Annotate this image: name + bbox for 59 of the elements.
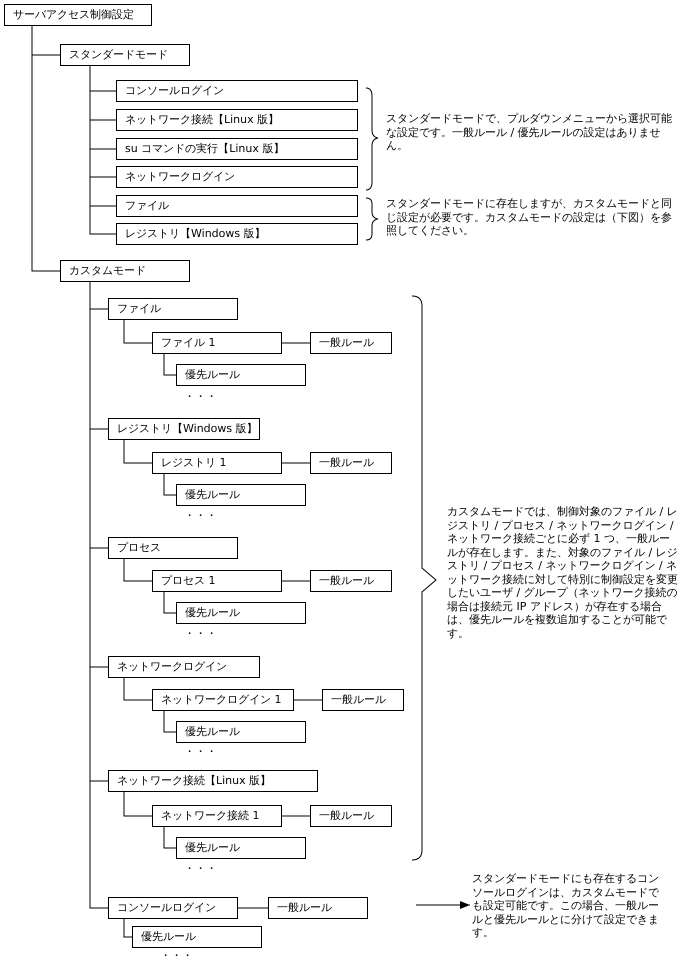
tree-box: su コマンドの実行【Linux 版】 <box>116 138 358 160</box>
tree-box: プロセス <box>108 537 238 559</box>
tree-box: サーバアクセス制御設定 <box>4 4 152 26</box>
tree-box: ネットワーク接続【Linux 版】 <box>108 770 318 792</box>
tree-box: ネットワークログイン <box>108 656 260 678</box>
tree-box: 優先ルール <box>176 837 306 859</box>
tree-box: ネットワーク接続【Linux 版】 <box>116 109 358 131</box>
tree-box: プロセス 1 <box>152 570 282 592</box>
ellipsis-text: ・・・ <box>184 627 218 641</box>
tree-line <box>164 710 176 732</box>
ellipsis-text: ・・・ <box>184 862 218 876</box>
tree-box: レジストリ 1 <box>152 452 282 474</box>
tree-line <box>164 592 176 614</box>
tree-line <box>164 354 176 376</box>
tree-box: レジストリ【Windows 版】 <box>108 418 260 440</box>
tree-line <box>282 580 310 582</box>
tree-box: コンソールログイン <box>116 80 358 102</box>
tree-line <box>282 342 310 344</box>
tree-box: 一般ルール <box>310 332 392 354</box>
tree-box: 一般ルール <box>310 805 392 827</box>
tree-line <box>124 792 152 816</box>
tree-line <box>164 474 176 496</box>
tree-line <box>124 320 152 344</box>
tree-box: レジストリ【Windows 版】 <box>116 223 358 245</box>
tree-box: 一般ルール <box>268 897 368 919</box>
ellipsis-text: ・・・ <box>160 949 194 963</box>
tree-box: 一般ルール <box>310 570 392 592</box>
tree-box: 一般ルール <box>322 689 404 711</box>
tree-line <box>124 678 152 700</box>
tree-box: コンソールログイン <box>108 897 238 919</box>
tree-box: ファイル <box>108 298 238 320</box>
note-text: スタンダードモードにも存在するコンソールログインは、カスタムモードでも設定可能です。この場合、一般ルールと優先ルールとに分けて設定できます。 <box>472 872 662 940</box>
tree-line <box>282 462 310 464</box>
note-text: スタンダードモードに存在しますが、カスタムモードと同じ設定が必要です。カスタムモードの設定は（下図）を参照してください。 <box>386 197 673 238</box>
note-text: カスタムモードでは、制御対象のファイル / レジストリ / プロセス / ネットワークログイン / ネットワーク接続ごとに必ず 1 つ、一般ルールが存在します。また、対象のファイル / レジストリ / プロセス / ネットワークログイン / ネットワーク接続に対して特別に制御設定を変更したいユーザ / グループ（ネットワーク接続の場合は接続元 IP アドレス）が存在する場合は、優先ルールを複数追加することが可能です。 <box>447 505 679 640</box>
tree-line <box>32 26 60 272</box>
tree-box: ネットワークログイン <box>116 166 358 188</box>
tree-box: スタンダードモード <box>60 44 190 66</box>
tree-box: 優先ルール <box>176 484 306 506</box>
tree-line <box>124 918 132 938</box>
tree-line <box>124 440 152 464</box>
note-text: スタンダードモードで、プルダウンメニューから選択可能な設定です。一般ルール / 優先ルールの設定はありません。 <box>386 112 673 152</box>
ellipsis-text: ・・・ <box>184 390 218 404</box>
tree-box: 優先ルール <box>132 926 262 948</box>
tree-line <box>124 558 152 582</box>
tree-box: 一般ルール <box>310 452 392 474</box>
tree-box: ファイル <box>116 195 358 217</box>
tree-line <box>90 66 116 234</box>
arrow <box>416 901 470 909</box>
tree-line <box>164 826 176 848</box>
tree-box: カスタムモード <box>60 260 190 282</box>
tree-box: 優先ルール <box>176 602 306 624</box>
tree-box: ネットワーク接続 1 <box>152 805 282 827</box>
tree-box: 優先ルール <box>176 721 306 743</box>
tree-box: ネットワークログイン 1 <box>152 689 294 711</box>
tree-box: 優先ルール <box>176 364 306 386</box>
ellipsis-text: ・・・ <box>184 509 218 523</box>
ellipsis-text: ・・・ <box>184 745 218 759</box>
tree-box: ファイル 1 <box>152 332 282 354</box>
